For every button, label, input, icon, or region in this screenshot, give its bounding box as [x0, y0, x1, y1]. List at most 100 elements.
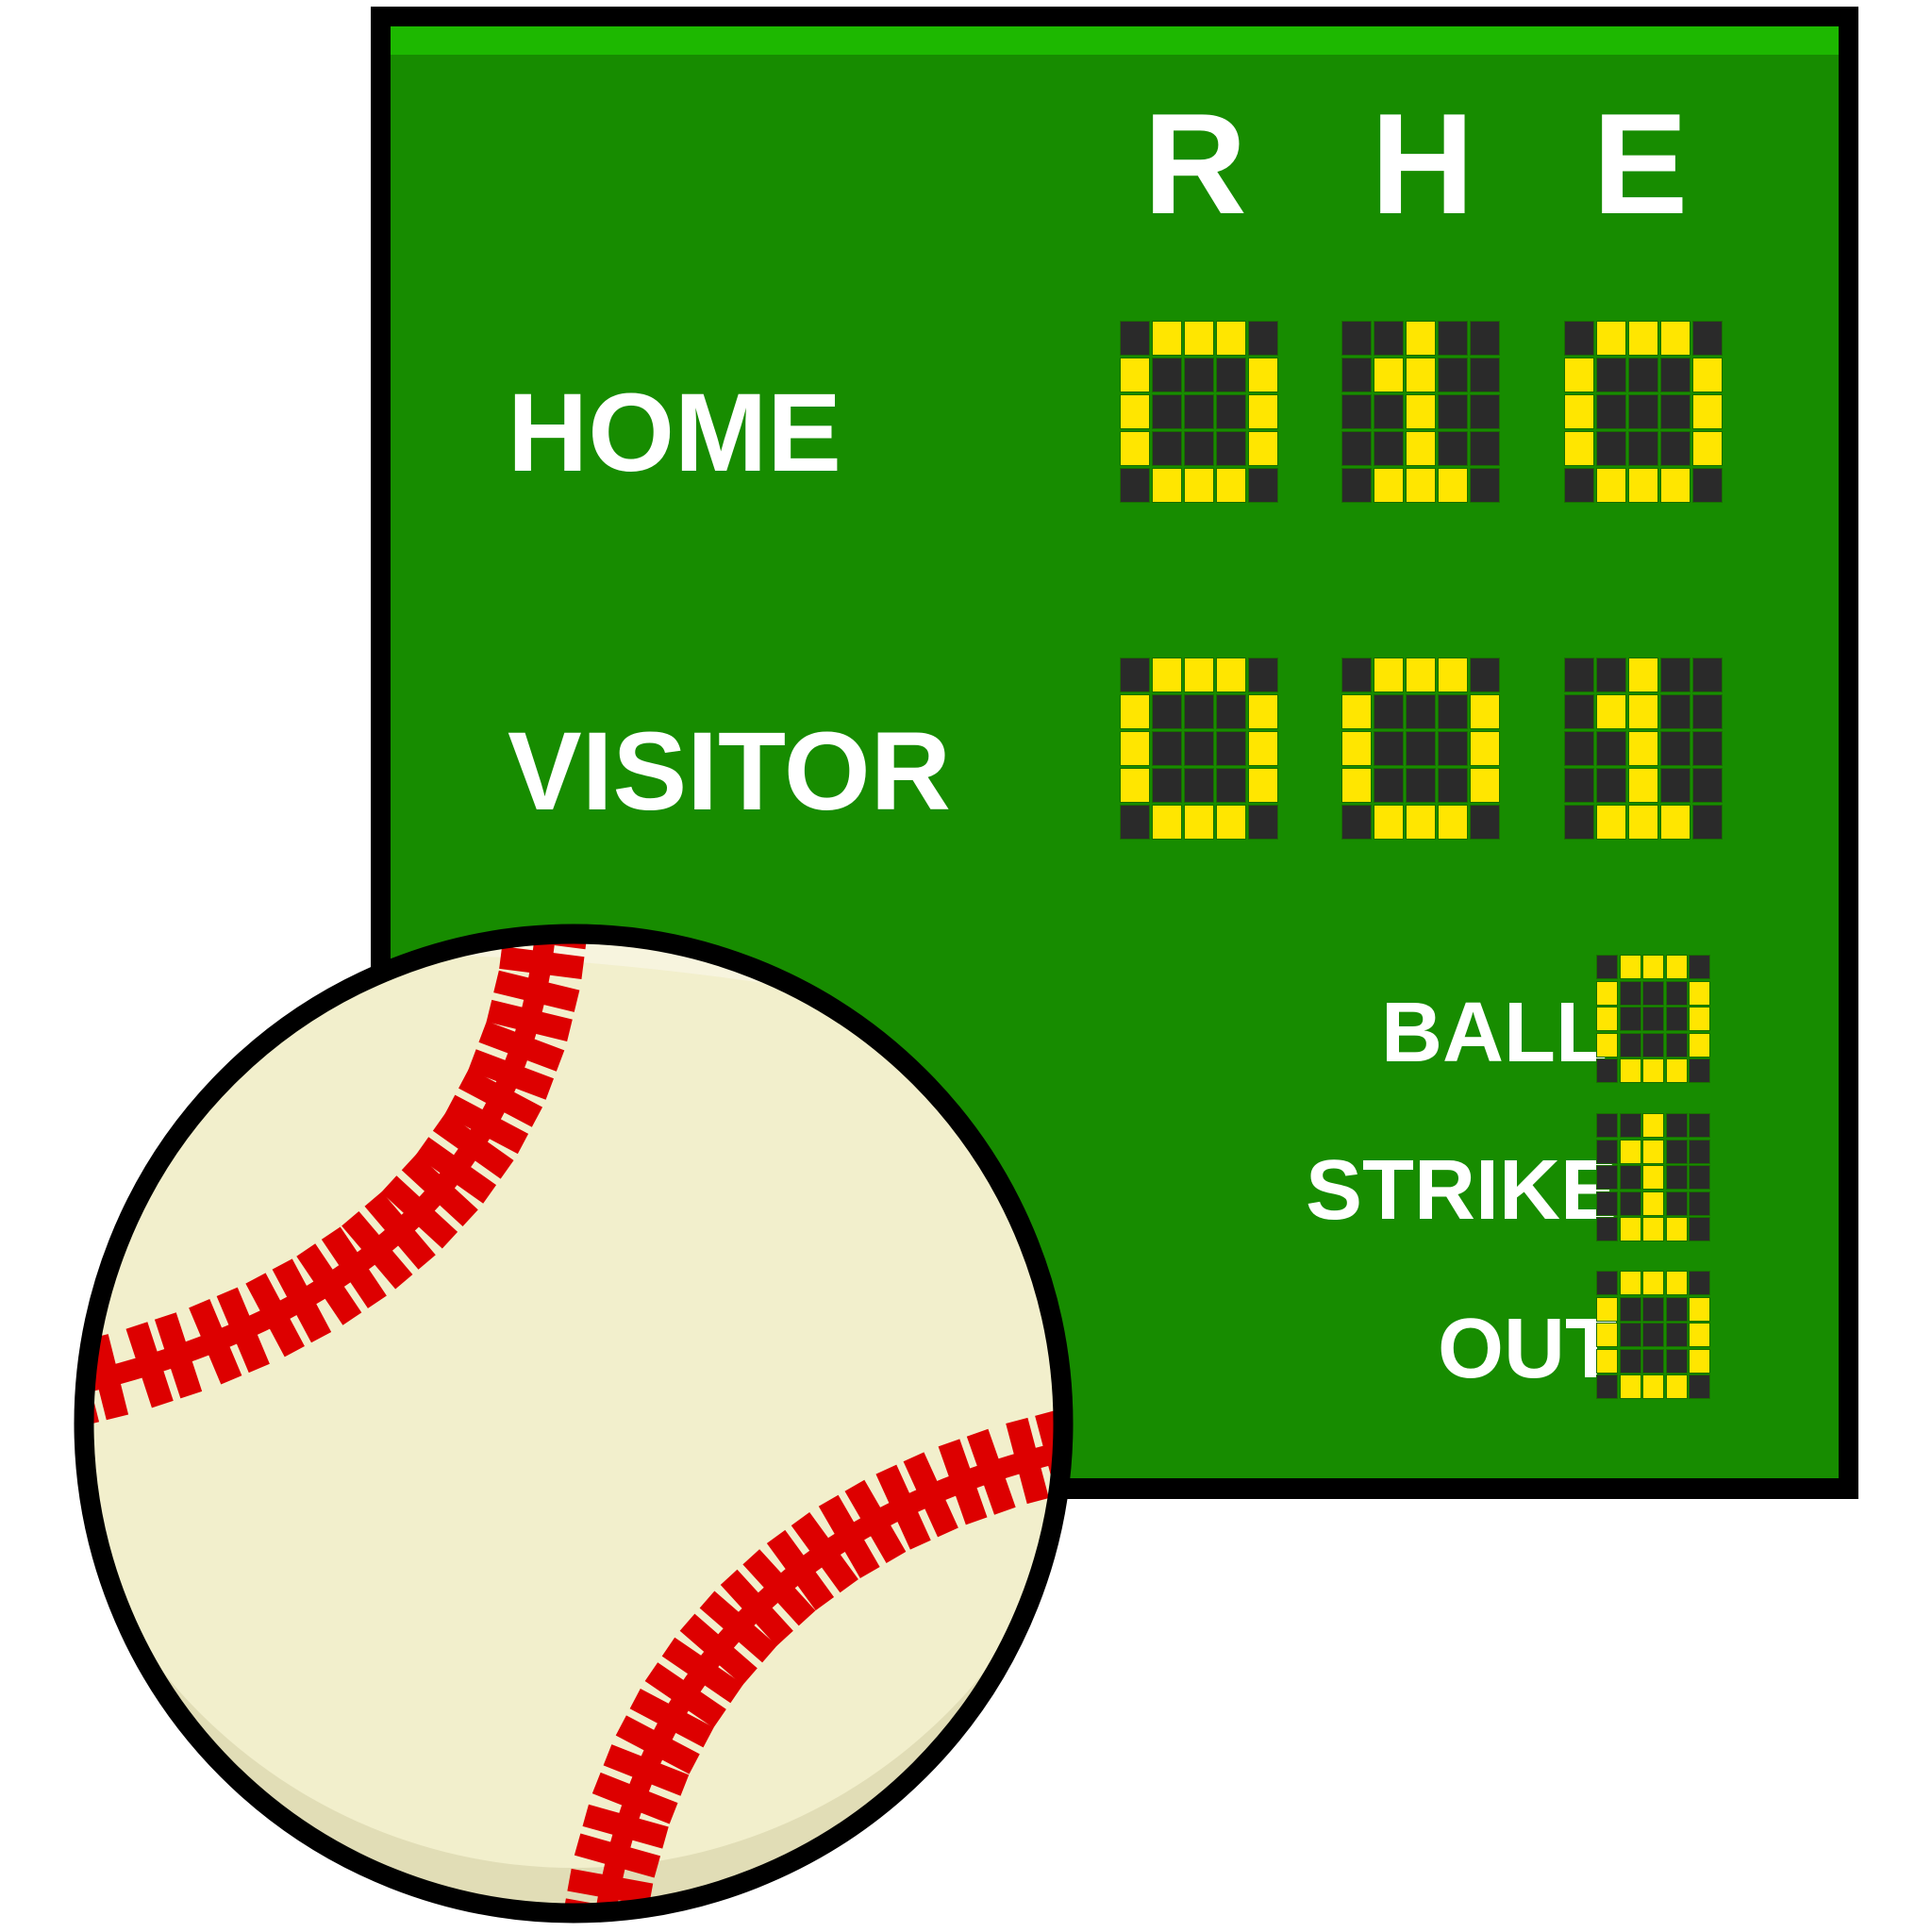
lamp-off	[1564, 658, 1594, 692]
lamp-off	[1628, 358, 1658, 392]
lamp-on	[1406, 431, 1436, 466]
lamp-off	[1341, 468, 1372, 503]
lamp-on	[1470, 694, 1500, 729]
lamp-off	[1596, 1374, 1618, 1399]
lamp-off	[1642, 1323, 1664, 1347]
lamp-off	[1596, 768, 1626, 803]
lamp-on	[1642, 1165, 1664, 1190]
lamp-on	[1152, 658, 1182, 692]
lamp-off	[1120, 658, 1150, 692]
visitor-hits-display	[1341, 658, 1500, 840]
lamp-off	[1184, 731, 1214, 766]
lamp-on	[1406, 468, 1436, 503]
lamp-on	[1406, 658, 1436, 692]
lamp-off	[1152, 731, 1182, 766]
lamp-off	[1689, 1217, 1710, 1241]
lamp-off	[1628, 394, 1658, 429]
lamp-off	[1642, 1296, 1664, 1322]
lamp-on	[1406, 805, 1436, 840]
lamp-off	[1619, 1007, 1641, 1031]
lamp-off	[1596, 658, 1626, 692]
team-label-visitor: VISITOR	[508, 709, 951, 834]
lamp-off	[1692, 468, 1723, 503]
lamp-off	[1374, 731, 1404, 766]
lamp-on	[1374, 805, 1404, 840]
home-errors-display	[1564, 321, 1723, 503]
lamp-on	[1248, 358, 1278, 392]
lamp-off	[1596, 731, 1626, 766]
lamp-off	[1152, 768, 1182, 803]
lamp-off	[1642, 1007, 1664, 1031]
lamp-off	[1619, 1191, 1641, 1216]
lamp-on	[1184, 468, 1214, 503]
lamp-on	[1642, 1217, 1664, 1241]
lamp-on	[1665, 1058, 1688, 1083]
lamp-on	[1248, 694, 1278, 729]
lamp-off	[1619, 1296, 1641, 1322]
lamp-off	[1184, 394, 1214, 429]
lamp-on	[1152, 805, 1182, 840]
lamp-off	[1341, 658, 1372, 692]
lamp-off	[1438, 358, 1468, 392]
lamp-off	[1596, 1165, 1618, 1190]
lamp-off	[1184, 768, 1214, 803]
lamp-off	[1406, 694, 1436, 729]
lamp-on	[1660, 805, 1690, 840]
lamp-on	[1248, 768, 1278, 803]
lamp-off	[1665, 1323, 1688, 1347]
lamp-off	[1596, 358, 1626, 392]
lamp-on	[1216, 658, 1246, 692]
lamp-on	[1184, 321, 1214, 356]
lamp-on	[1665, 1271, 1688, 1295]
lamp-off	[1689, 1191, 1710, 1216]
lamp-off	[1341, 358, 1372, 392]
lamp-on	[1628, 805, 1658, 840]
lamp-on	[1374, 658, 1404, 692]
lamp-off	[1642, 980, 1664, 1006]
lamp-off	[1692, 768, 1723, 803]
lamp-off	[1216, 768, 1246, 803]
lamp-off	[1374, 431, 1404, 466]
lamp-off	[1689, 1165, 1710, 1190]
lamp-off	[1564, 768, 1594, 803]
lamp-on	[1470, 768, 1500, 803]
lamp-off	[1665, 980, 1688, 1006]
lamp-off	[1216, 694, 1246, 729]
lamp-off	[1374, 768, 1404, 803]
header-errors: E	[1592, 84, 1689, 244]
lamp-off	[1692, 694, 1723, 729]
lamp-off	[1248, 658, 1278, 692]
lamp-on	[1596, 1348, 1618, 1374]
lamp-off	[1470, 658, 1500, 692]
lamp-off	[1470, 468, 1500, 503]
lamp-on	[1689, 1007, 1710, 1031]
lamp-off	[1152, 431, 1182, 466]
lamp-off	[1470, 431, 1500, 466]
lamp-on	[1642, 1139, 1664, 1164]
visitor-runs-display	[1120, 658, 1278, 840]
lamp-off	[1642, 1032, 1664, 1058]
lamp-on	[1596, 805, 1626, 840]
lamp-on	[1628, 658, 1658, 692]
lamp-off	[1660, 358, 1690, 392]
lamp-off	[1689, 1271, 1710, 1295]
lamp-off	[1660, 394, 1690, 429]
lamp-off	[1596, 1113, 1618, 1138]
lamp-on	[1120, 768, 1150, 803]
lamp-on	[1692, 394, 1723, 429]
lamp-off	[1596, 1058, 1618, 1083]
lamp-off	[1689, 1113, 1710, 1138]
lamp-off	[1692, 321, 1723, 356]
lamp-off	[1692, 658, 1723, 692]
scoreboard-top-strip	[391, 26, 1839, 55]
lamp-off	[1689, 1058, 1710, 1083]
lamp-off	[1596, 955, 1618, 979]
visitor-errors-display	[1564, 658, 1723, 840]
lamp-off	[1152, 394, 1182, 429]
header-hits: H	[1371, 84, 1474, 244]
lamp-on	[1406, 321, 1436, 356]
lamp-on	[1596, 1323, 1618, 1347]
lamp-on	[1689, 1296, 1710, 1322]
lamp-on	[1564, 431, 1594, 466]
